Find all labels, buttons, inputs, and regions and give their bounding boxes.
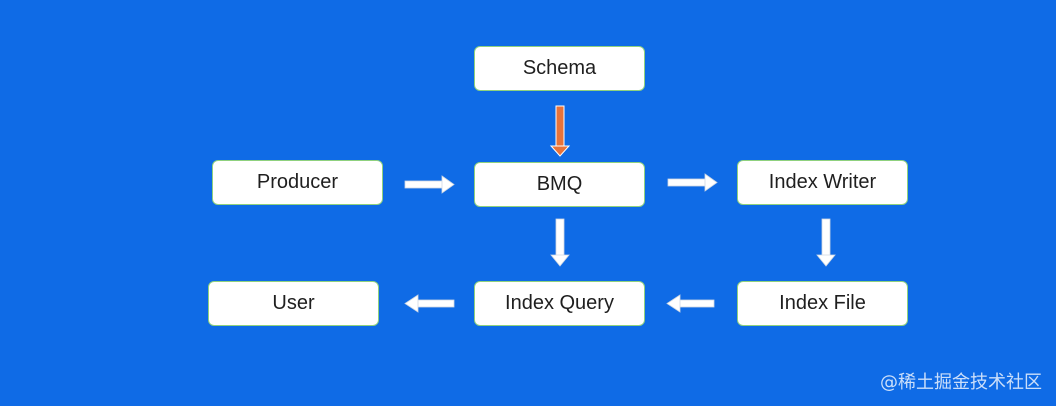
node-bmq-label: BMQ [536,173,583,195]
node-index-file: Index File [737,281,908,326]
arrow-index-file-to-index-query [666,294,715,313]
node-index-query: Index Query [474,281,645,326]
node-producer-label: Producer [256,171,339,193]
node-producer: Producer [212,160,383,205]
arrow-index-writer-to-index-file [816,218,836,267]
watermark-text: @稀土掘金技术社区 [880,372,1042,393]
arrow-bmq-to-index-query [550,218,570,267]
node-index-query-label: Index Query [505,292,614,314]
arrow-bmq-to-index-writer [667,173,718,192]
node-schema-label: Schema [522,57,597,79]
node-bmq: BMQ [474,162,645,207]
arrow-index-query-to-user [404,294,455,313]
node-index-writer-label: Index Writer [768,171,877,193]
arrow-schema-to-bmq [549,105,571,157]
arrow-producer-to-bmq [404,175,455,194]
node-schema: Schema [474,46,645,91]
node-user: User [208,281,379,326]
node-index-file-label: Index File [779,292,866,314]
node-index-writer: Index Writer [737,160,908,205]
node-user-label: User [272,292,315,314]
